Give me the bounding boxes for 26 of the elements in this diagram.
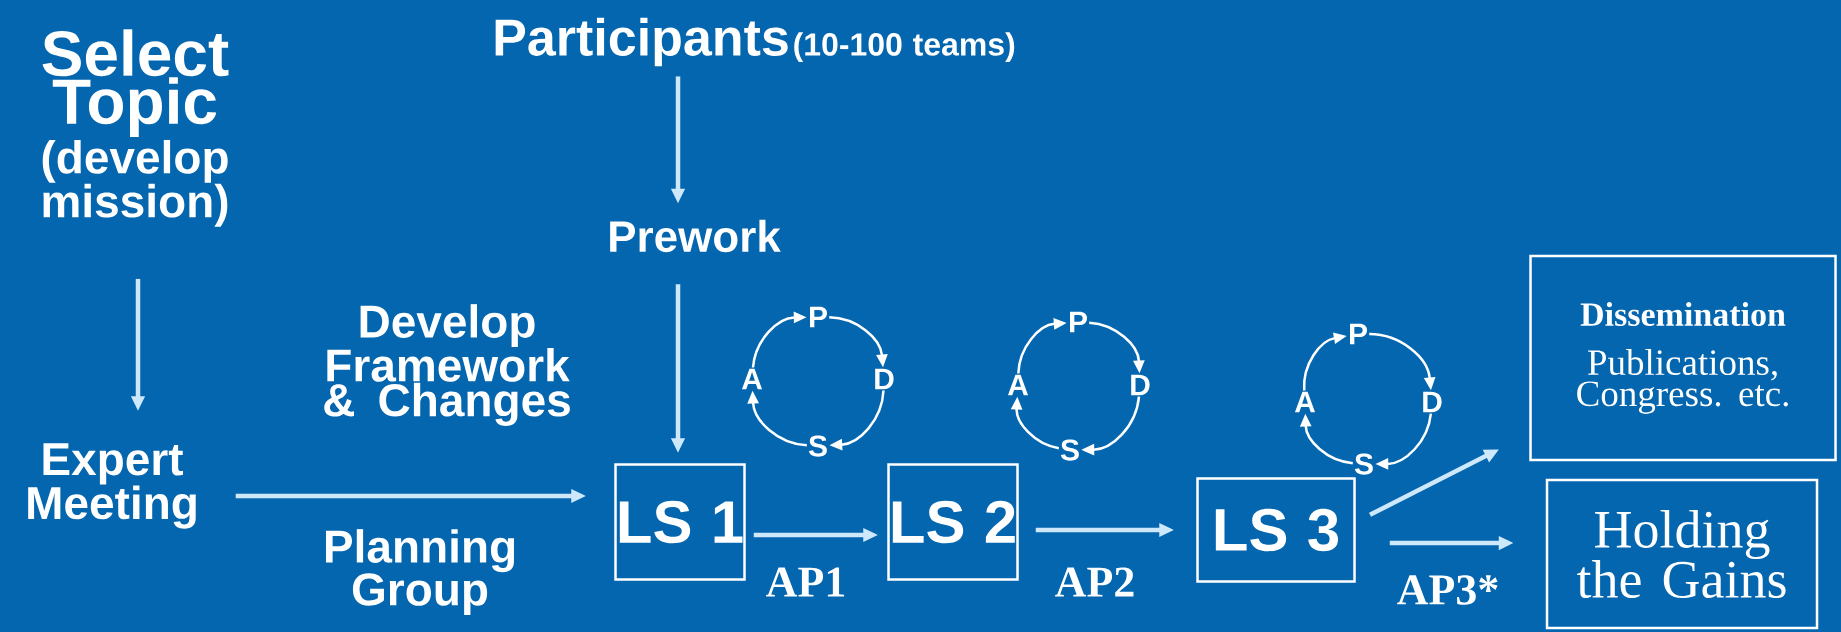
cycle-letter: P <box>1070 311 1087 333</box>
cycle-letter: S <box>1354 453 1373 475</box>
edge-label: AP3* <box>1394 573 1502 607</box>
cycle-letter: D <box>1131 374 1150 396</box>
cycle-letter: S <box>808 435 827 457</box>
cycle-letter: A <box>1007 374 1029 396</box>
stage-box: LS 1 <box>614 463 746 581</box>
caption-text: Planning Group <box>325 529 515 615</box>
edge-label: AP2 <box>1052 565 1138 599</box>
stage-box: LS 2 <box>887 463 1019 581</box>
cycle-letter: D <box>1423 391 1442 413</box>
cycle-letter: P <box>810 306 827 328</box>
step-text: Select Topic (develop mission) <box>42 29 229 227</box>
cycle-letter: A <box>1294 391 1316 413</box>
step-text: Expert Meeting <box>28 443 196 529</box>
cycle-letter: S <box>1060 439 1079 461</box>
cycle-letter: P <box>1350 323 1367 345</box>
outcome-box: Dissemination Publications, Congress. etc. <box>1529 254 1837 462</box>
cycle-letter: A <box>741 368 763 390</box>
edge-label: Develop Framework & Changes <box>295 302 599 428</box>
edge-label: AP1 <box>763 565 849 599</box>
step-text: Prework <box>610 219 781 253</box>
heading-text: Participants(10-100 teams) <box>495 17 1015 67</box>
cycle-letter: D <box>875 368 894 390</box>
stage-box: LS 3 <box>1196 477 1356 583</box>
outcome-box: Holding the Gains <box>1545 478 1819 630</box>
